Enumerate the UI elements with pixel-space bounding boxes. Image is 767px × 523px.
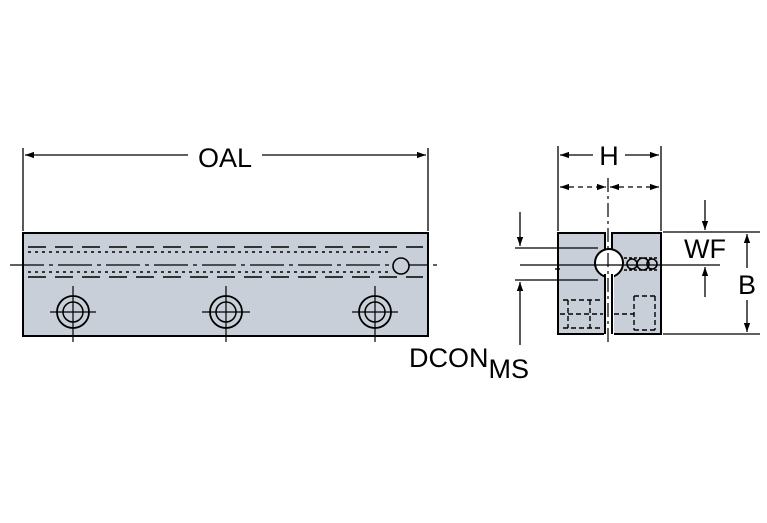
oal-dimension [22, 148, 429, 231]
side-view-screw-hole [392, 257, 410, 275]
mounting-hole-1 [50, 286, 96, 342]
mounting-hole-2 [202, 286, 250, 342]
b-dimension [663, 234, 760, 335]
b-label: B [738, 270, 756, 300]
end-view: H WF B DCONMS [409, 141, 760, 384]
h-label: H [599, 141, 619, 171]
side-view-hidden-lines [28, 246, 423, 278]
wf-dimension [663, 200, 760, 297]
mounting-hole-3 [352, 286, 398, 342]
end-view-hidden-lines [555, 268, 658, 331]
dcon-subscript: MS [489, 354, 530, 384]
h-dimension [557, 146, 662, 231]
dcon-main: DCON [409, 343, 489, 373]
oal-label: OAL [198, 143, 252, 173]
dcon-label: DCONMS [409, 343, 529, 384]
side-view: OAL [10, 143, 438, 342]
dcon-dimension [515, 212, 598, 345]
end-view-body-left [557, 232, 606, 335]
end-view-body-right [611, 232, 662, 335]
wf-label: WF [684, 234, 726, 264]
clamp-screw [624, 257, 659, 271]
bore [594, 248, 624, 278]
